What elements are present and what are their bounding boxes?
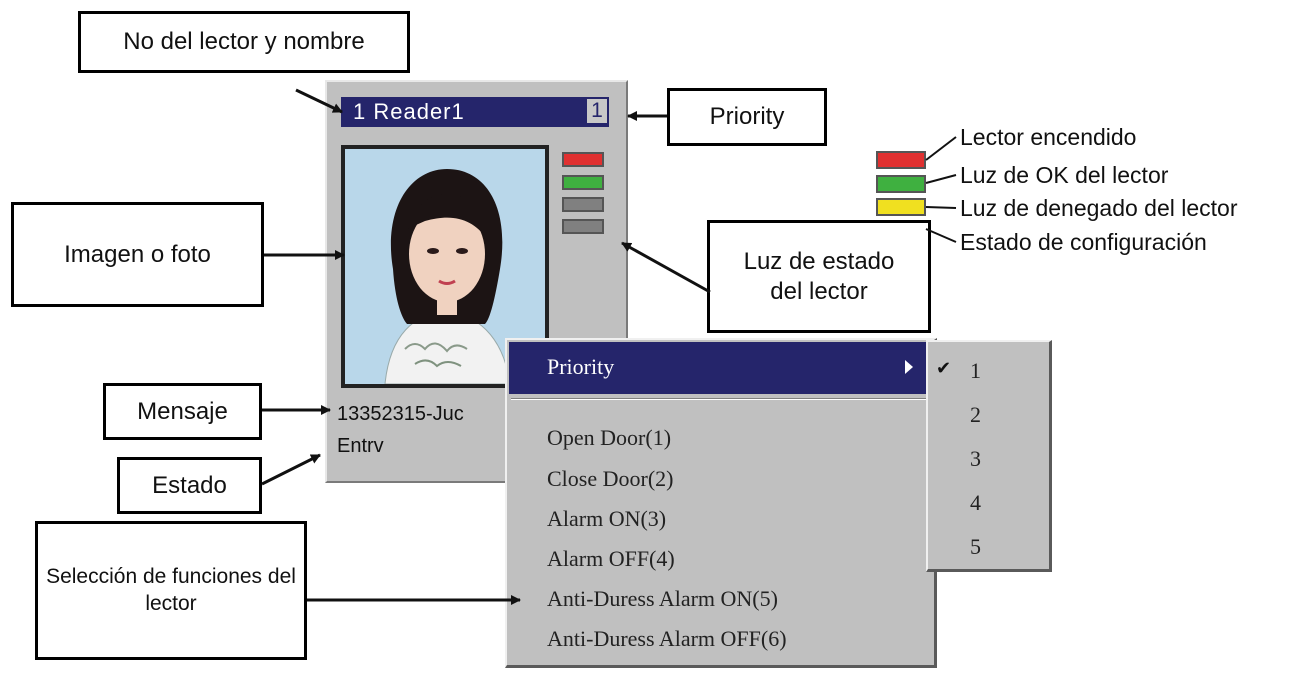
priority-submenu: ✔ 1 2 3 4 5 — [926, 340, 1052, 572]
arrow-status-light — [621, 241, 711, 294]
reader-priority-badge: 1 — [587, 99, 607, 123]
leader-denied — [925, 206, 957, 209]
arrow-reader-name — [295, 88, 343, 114]
panel-led-ok — [562, 175, 604, 190]
menu-item-open-door[interactable]: Open Door(1) — [547, 425, 672, 450]
submenu-item-3[interactable]: 3 — [970, 446, 981, 471]
arrow-state — [261, 453, 321, 486]
panel-led-config — [562, 219, 604, 234]
panel-led-power — [562, 152, 604, 167]
callout-reader-name: No del lector y nombre — [78, 11, 410, 73]
portrait-image — [345, 149, 545, 384]
legend-led-denied — [876, 198, 926, 216]
submenu-arrow-icon — [905, 360, 913, 374]
submenu-item-1[interactable]: 1 — [970, 358, 981, 383]
reader-context-menu: Priority Open Door(1) Close Door(2) Alar… — [505, 338, 937, 668]
reader-title-bar[interactable]: 1 Reader1 1 — [341, 97, 609, 127]
menu-item-alarm-off[interactable]: Alarm OFF(4) — [547, 546, 675, 571]
reader-state: Entrv — [337, 435, 384, 457]
menu-item-alarm-on[interactable]: Alarm ON(3) — [547, 506, 667, 531]
legend-label-config: Estado de configuración — [960, 229, 1207, 255]
reader-name: 1 Reader1 — [353, 99, 465, 124]
leader-config — [925, 228, 957, 243]
menu-item-priority-label: Priority — [547, 354, 615, 379]
menu-item-close-door[interactable]: Close Door(2) — [547, 466, 674, 491]
submenu-item-5[interactable]: 5 — [970, 534, 981, 559]
menu-item-anti-duress-off[interactable]: Anti-Duress Alarm OFF(6) — [547, 626, 787, 651]
legend-label-ok: Luz de OK del lector — [960, 162, 1169, 188]
reader-message: 13352315-Juc — [337, 403, 464, 425]
callout-state: Estado — [117, 457, 262, 514]
legend-led-ok — [876, 175, 926, 193]
panel-led-denied — [562, 197, 604, 212]
callout-priority: Priority — [667, 88, 827, 146]
reader-photo — [341, 145, 549, 388]
legend-label-power: Lector encendido — [960, 124, 1137, 150]
menu-item-anti-duress-on[interactable]: Anti-Duress Alarm ON(5) — [547, 586, 778, 611]
submenu-item-4[interactable]: 4 — [970, 490, 981, 515]
callout-status-light: Luz de estado del lector — [707, 220, 931, 333]
callout-message: Mensaje — [103, 383, 262, 440]
legend-label-denied: Luz de denegado del lector — [960, 195, 1238, 221]
submenu-item-2[interactable]: 2 — [970, 402, 981, 427]
menu-separator — [511, 398, 929, 400]
leader-power — [925, 136, 957, 161]
callout-functions: Selección de funciones del lector — [35, 521, 307, 660]
leader-ok — [925, 174, 957, 184]
legend-led-power — [876, 151, 926, 169]
checkmark-icon: ✔ — [936, 358, 952, 379]
callout-image: Imagen o foto — [11, 202, 264, 307]
menu-item-priority[interactable] — [509, 342, 933, 394]
